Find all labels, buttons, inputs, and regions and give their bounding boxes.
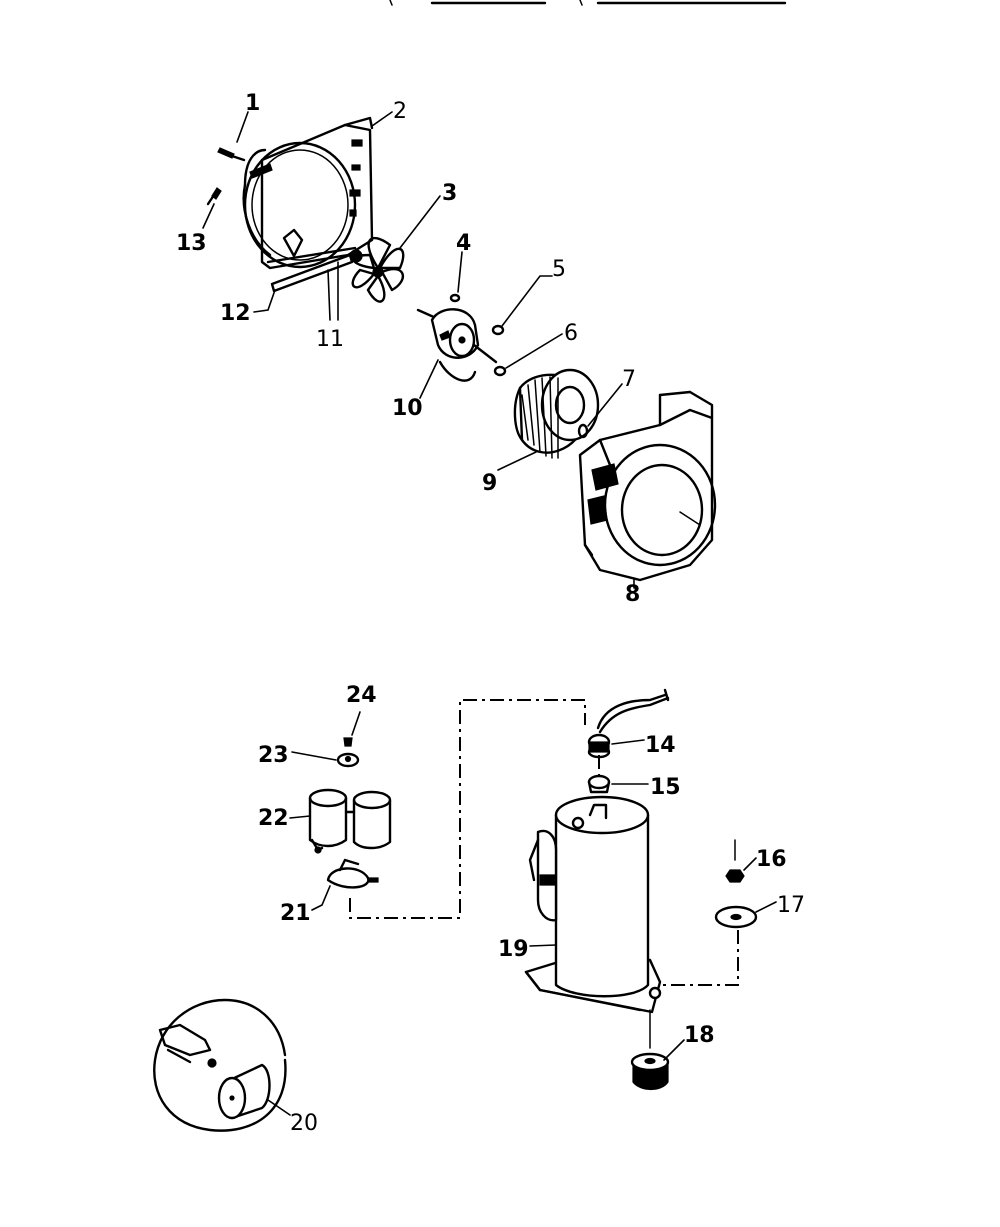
callout-3: 3 xyxy=(442,181,457,206)
callout-5: 5 xyxy=(552,257,566,282)
part-10-fan-motor xyxy=(416,308,498,382)
callout-17: 17 xyxy=(777,893,805,918)
callout-23: 23 xyxy=(258,743,289,768)
part-1-screw xyxy=(217,147,246,162)
lower-leader-lines xyxy=(267,711,777,1116)
part-6-nut xyxy=(493,365,507,377)
callout-7: 7 xyxy=(622,367,636,392)
part-20-capacitor-detail xyxy=(153,998,287,1132)
callout-16: 16 xyxy=(756,847,787,872)
callout-21: 21 xyxy=(280,901,311,926)
part-17-washer xyxy=(714,905,758,929)
callout-15: 15 xyxy=(650,775,681,800)
callout-14: 14 xyxy=(645,733,676,758)
part-18-grommet xyxy=(630,1009,670,1091)
part-5-nut xyxy=(491,324,505,336)
part-16-nut xyxy=(725,839,745,883)
upper-leader-lines xyxy=(202,111,635,589)
part-13-screw xyxy=(206,187,222,206)
callout-2: 2 xyxy=(393,99,407,124)
callout-22: 22 xyxy=(258,806,289,831)
callout-labels: 1 2 3 4 5 6 7 8 9 10 11 12 13 14 15 16 1… xyxy=(176,91,805,1136)
part-12-rod xyxy=(270,253,354,293)
part-24-screw xyxy=(343,737,353,747)
callout-19: 19 xyxy=(498,937,529,962)
part-14-overload xyxy=(587,688,670,759)
part-7-set-screw xyxy=(577,423,589,439)
part-2-fan-shroud xyxy=(242,116,374,270)
callout-13: 13 xyxy=(176,231,207,256)
lower-connection-lines xyxy=(349,699,739,986)
callout-24: 24 xyxy=(346,683,377,708)
part-9-blower-wheel xyxy=(513,368,600,459)
part-3-fan-blade xyxy=(351,236,405,303)
callout-4: 4 xyxy=(456,231,471,256)
callout-9: 9 xyxy=(482,471,497,496)
part-19-compressor xyxy=(524,795,662,1014)
part-15-terminal-cover xyxy=(587,774,611,794)
callout-20: 20 xyxy=(290,1111,318,1136)
callout-8: 8 xyxy=(625,582,640,607)
callout-11: 11 xyxy=(316,327,344,352)
callout-12: 12 xyxy=(220,301,251,326)
callout-18: 18 xyxy=(684,1023,715,1048)
part-22-capacitor-bracket xyxy=(308,788,392,854)
part-4-nut xyxy=(449,293,461,303)
header-lines xyxy=(389,0,787,6)
part-21-clamp xyxy=(326,858,379,889)
callout-1: 1 xyxy=(245,91,260,116)
callout-10: 10 xyxy=(392,396,423,421)
callout-6: 6 xyxy=(564,321,578,346)
part-8-blower-housing xyxy=(578,390,717,582)
part-23-washer xyxy=(336,752,360,768)
